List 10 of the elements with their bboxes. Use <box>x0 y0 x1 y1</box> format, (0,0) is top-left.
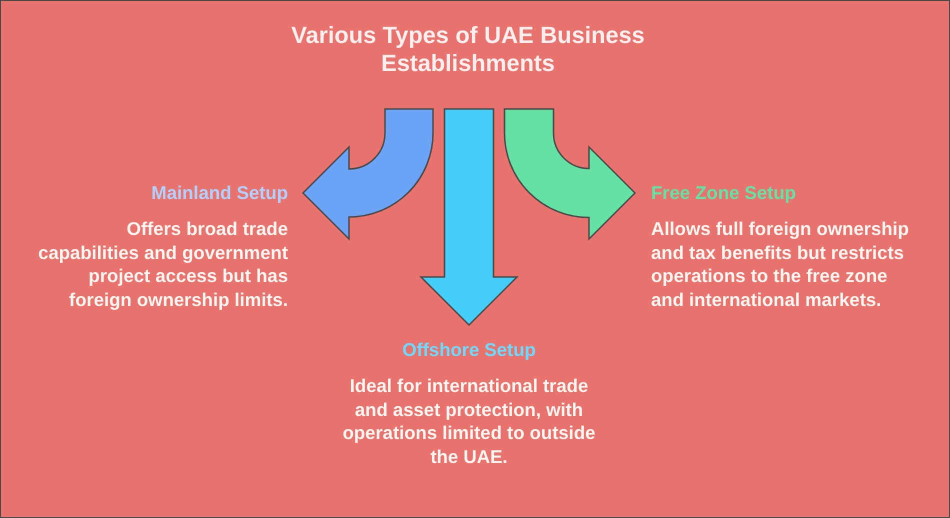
description-text: Ideal for international trade and asset protection, with operations limited to outside the UAE. <box>342 374 596 468</box>
down-arrow <box>419 108 519 326</box>
section-heading: Free Zone Setup <box>651 181 797 205</box>
curved-arrow <box>302 108 434 240</box>
description-text: Allows full foreign ownership and tax benefits but restricts operations to the free zone and international markets. <box>651 217 910 311</box>
curved-arrow <box>504 108 636 240</box>
section-heading: Offshore Setup <box>401 338 537 362</box>
title: Various Types of UAE Business Establishments <box>290 21 646 77</box>
section-heading: Mainland Setup <box>150 181 288 205</box>
description-text: Offers broad trade capabilities and government project access but has foreign ownership limits. <box>37 217 288 311</box>
